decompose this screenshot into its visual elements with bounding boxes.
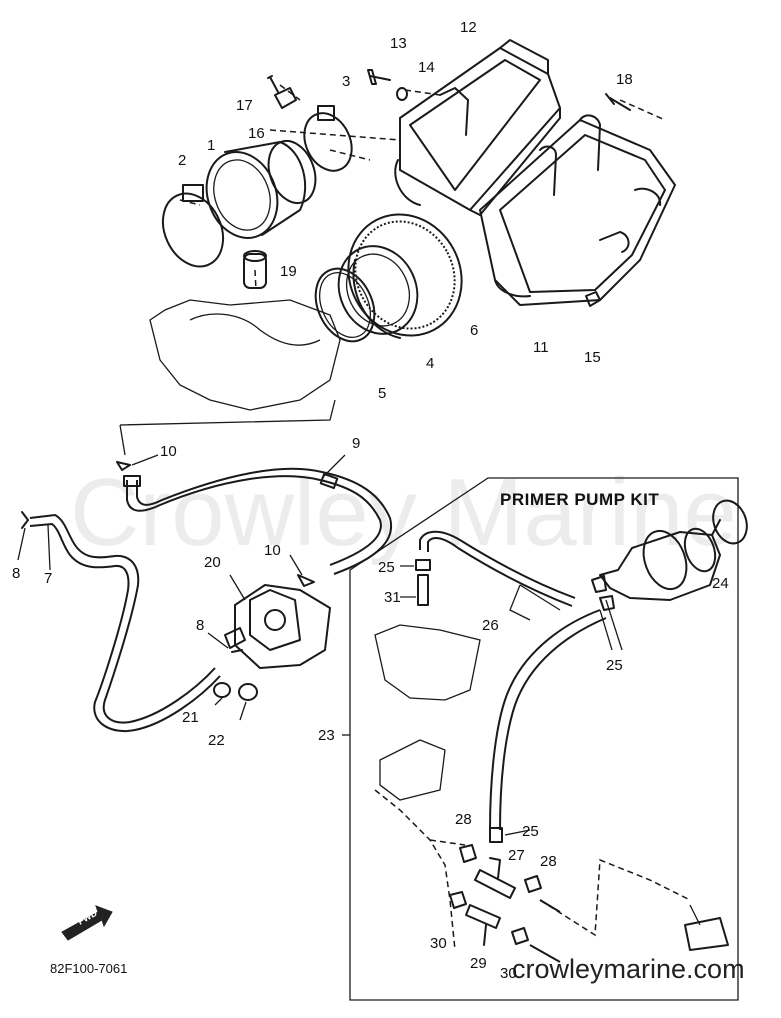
leader-lines-lower	[17, 454, 346, 721]
part-1-joint	[205, 140, 317, 239]
callout-16: 16	[248, 125, 265, 142]
callout-9: 9	[352, 435, 360, 452]
primer-pump-kit-title: PRIMER PUMP KIT	[500, 490, 659, 509]
callout-30-right: 30	[500, 965, 517, 982]
callout-25-mid: 25	[522, 823, 539, 840]
callout-22: 22	[208, 732, 225, 749]
fuel-hoses	[21, 461, 393, 733]
callout-17: 17	[236, 97, 253, 114]
part-7-hose	[29, 513, 216, 724]
callout-18: 18	[616, 71, 633, 88]
part-28-clip-right	[524, 875, 542, 893]
callout-28-right: 28	[540, 853, 557, 870]
part-30-clip-left	[449, 891, 467, 909]
callout-10-mid: 10	[264, 542, 281, 559]
part-24-primer-pump	[591, 499, 748, 611]
carburetor-outline	[119, 299, 341, 456]
callout-2: 2	[178, 152, 186, 169]
callout-25-top: 25	[378, 559, 395, 576]
primer-pump-kit-box	[342, 477, 748, 1001]
part-12-silencer-case	[394, 39, 561, 216]
part-29-tee	[465, 904, 501, 946]
part-14-washer	[396, 87, 408, 101]
part-16-bracket	[274, 87, 297, 109]
part-30-clip-right	[511, 927, 529, 945]
callout-5: 5	[378, 385, 386, 402]
callout-29: 29	[470, 955, 487, 972]
part-2-clamp	[161, 184, 225, 268]
part-20-fuel-pump	[213, 584, 331, 701]
callout-13: 13	[390, 35, 407, 52]
part-15-nut	[585, 291, 601, 307]
part-11-silencer-cover	[479, 114, 676, 306]
callout-7: 7	[44, 570, 52, 587]
callout-11: 11	[533, 339, 549, 356]
callout-12: 12	[460, 19, 477, 36]
callout-1: 1	[207, 137, 215, 154]
part-17-screw	[267, 75, 279, 93]
callout-15: 15	[584, 349, 601, 366]
watermark: Crowley Marine	[70, 459, 737, 566]
callout-19: 19	[280, 263, 297, 280]
part-3-clamp	[303, 105, 353, 172]
callout-30-left: 30	[430, 935, 447, 952]
callout-8-right: 8	[196, 617, 204, 634]
callout-31: 31	[384, 589, 401, 606]
part-13-bolt	[367, 69, 391, 85]
callout-20: 20	[204, 554, 221, 571]
diagram-code: 82F100-7061	[50, 961, 127, 976]
part-5-o-ring	[314, 267, 376, 343]
part-18-bolt	[605, 93, 631, 111]
callout-21: 21	[182, 709, 199, 726]
callout-25-right: 25	[606, 657, 623, 674]
part-9-hose	[126, 475, 382, 566]
part-26-hose-upper	[419, 530, 576, 599]
part-6-flange	[347, 213, 463, 339]
callout-26: 26	[482, 617, 499, 634]
part-28-clip-left	[459, 844, 477, 863]
callout-14: 14	[418, 59, 435, 76]
part-4-seal	[337, 245, 419, 335]
callout-8-left: 8	[12, 565, 20, 582]
part-19-grommet	[243, 250, 267, 289]
callout-28-left: 28	[455, 811, 472, 828]
site-url: crowleymarine.com	[512, 954, 745, 984]
callout-23: 23	[318, 727, 335, 744]
callout-27: 27	[508, 847, 525, 864]
callout-10-top: 10	[160, 443, 177, 460]
part-27-tee	[474, 857, 516, 899]
callout-6: 6	[470, 322, 478, 339]
upper-intake-assembly	[119, 39, 676, 456]
callout-3: 3	[342, 73, 350, 90]
forward-arrow: FWD	[61, 905, 113, 941]
callout-24: 24	[712, 575, 729, 592]
callout-4: 4	[426, 355, 434, 372]
part-26-hose-lower	[489, 609, 601, 831]
